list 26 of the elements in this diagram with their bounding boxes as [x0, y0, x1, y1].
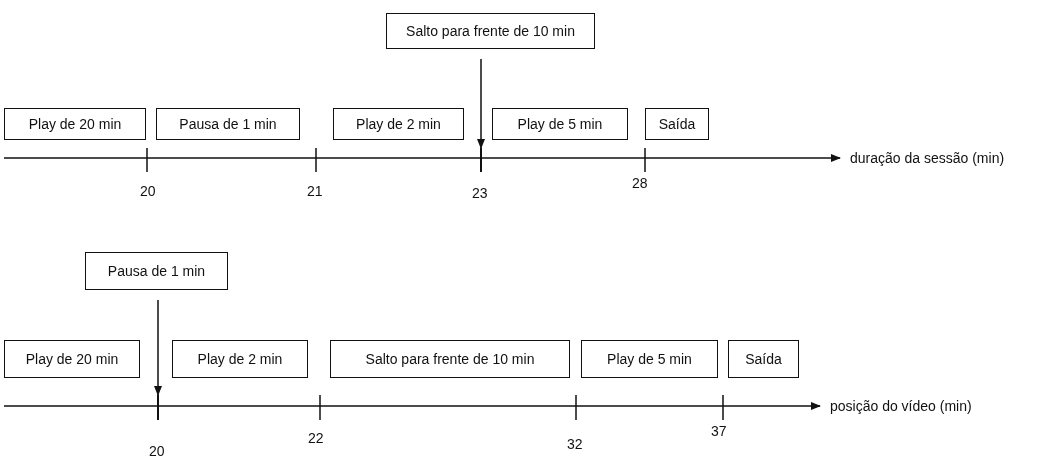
event-box: Pausa de 1 min	[156, 108, 300, 140]
arrow	[477, 58, 485, 149]
event-box: Salto para frente de 10 min	[386, 13, 595, 49]
event-box: Saída	[645, 108, 709, 140]
tick-label: 20	[149, 443, 165, 459]
axis-label: posição do vídeo (min)	[830, 398, 972, 414]
event-box: Salto para frente de 10 min	[330, 340, 570, 378]
tick-mark	[480, 148, 482, 172]
axis-label: duração da sessão (min)	[850, 150, 1005, 166]
event-box: Play de 2 min	[172, 340, 308, 378]
tick-mark	[157, 395, 159, 420]
tick-label: 37	[711, 423, 727, 439]
tick-label: 28	[632, 175, 648, 191]
event-box: Play de 2 min	[333, 108, 464, 140]
tick-label: 20	[140, 183, 156, 199]
arrow	[154, 299, 162, 396]
event-box: Play de 5 min	[581, 340, 718, 378]
tick-label: 32	[567, 436, 583, 452]
event-box: Play de 20 min	[4, 108, 146, 140]
tick-label: 23	[472, 185, 488, 201]
event-box: Pausa de 1 min	[85, 252, 228, 290]
event-box: Play de 5 min	[492, 108, 628, 140]
tick-label: 21	[307, 183, 323, 199]
event-box: Play de 20 min	[4, 340, 140, 378]
event-box: Saída	[728, 340, 799, 378]
tick-label: 22	[308, 430, 324, 446]
